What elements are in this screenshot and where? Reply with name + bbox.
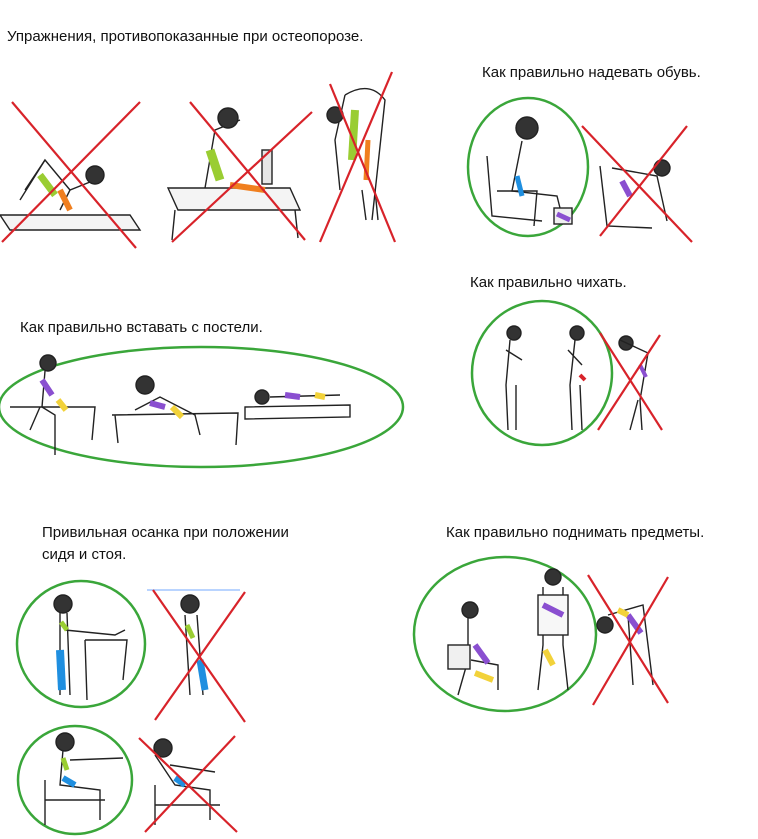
wrong-cross-icon — [587, 574, 669, 706]
caption-lifting-objects: Как правильно поднимать предметы. — [446, 524, 705, 541]
caption-getting-out-of-bed: Как правильно вставать с постели. — [20, 319, 263, 336]
lying-side-illustration — [244, 389, 351, 420]
correct-circle-icon — [15, 579, 147, 709]
caption-posture-line2: сидя и стоя. — [42, 546, 127, 563]
rolling-illustration — [111, 375, 239, 446]
caption-putting-on-shoes: Как правильно надевать обувь. — [482, 64, 701, 81]
sitting-up-illustration — [10, 354, 96, 455]
shoes-panel — [462, 96, 693, 251]
correct-circle-icon — [466, 96, 590, 238]
seated-shoe-illustration — [486, 116, 573, 227]
bent-lift-illustration — [596, 604, 654, 686]
wrong-cross-icon — [138, 589, 246, 833]
lifting-panel — [412, 555, 673, 715]
wrong-cross-icon — [1, 71, 397, 249]
standing-desk-wrong-illustration — [147, 589, 240, 696]
caption-contraindicated-exercises: Упражнения, противопоказанные при остеоп… — [7, 28, 364, 45]
bent-sneeze-illustration — [618, 335, 649, 431]
correct-circle-icon — [470, 299, 614, 447]
contraindicated-exercises-panel — [0, 70, 420, 250]
correct-circle-icon — [412, 555, 598, 713]
situp-illustration — [0, 158, 142, 231]
caption-sneezing: Как правильно чихать. — [470, 274, 627, 291]
bed-panel — [0, 345, 410, 470]
posture-panel — [15, 579, 255, 839]
bent-shoe-illustration — [599, 159, 671, 229]
forward-bend-illustration — [166, 107, 302, 241]
wrong-cross-icon — [581, 125, 693, 243]
seated-correct-illustration — [44, 732, 124, 825]
correct-circle-icon — [0, 345, 405, 469]
caption-posture-line1: Привильная осанка при положении — [42, 524, 289, 541]
standing-desk-correct-illustration — [53, 594, 128, 701]
seated-wrong-illustration — [153, 738, 220, 825]
upright-sneeze-illustration — [505, 325, 587, 431]
sneeze-panel — [470, 299, 670, 450]
standing-lift-illustration — [537, 568, 569, 691]
correct-circle-icon — [16, 724, 134, 836]
wrong-cross-icon — [597, 332, 663, 431]
squat-lift-illustration — [447, 601, 499, 696]
